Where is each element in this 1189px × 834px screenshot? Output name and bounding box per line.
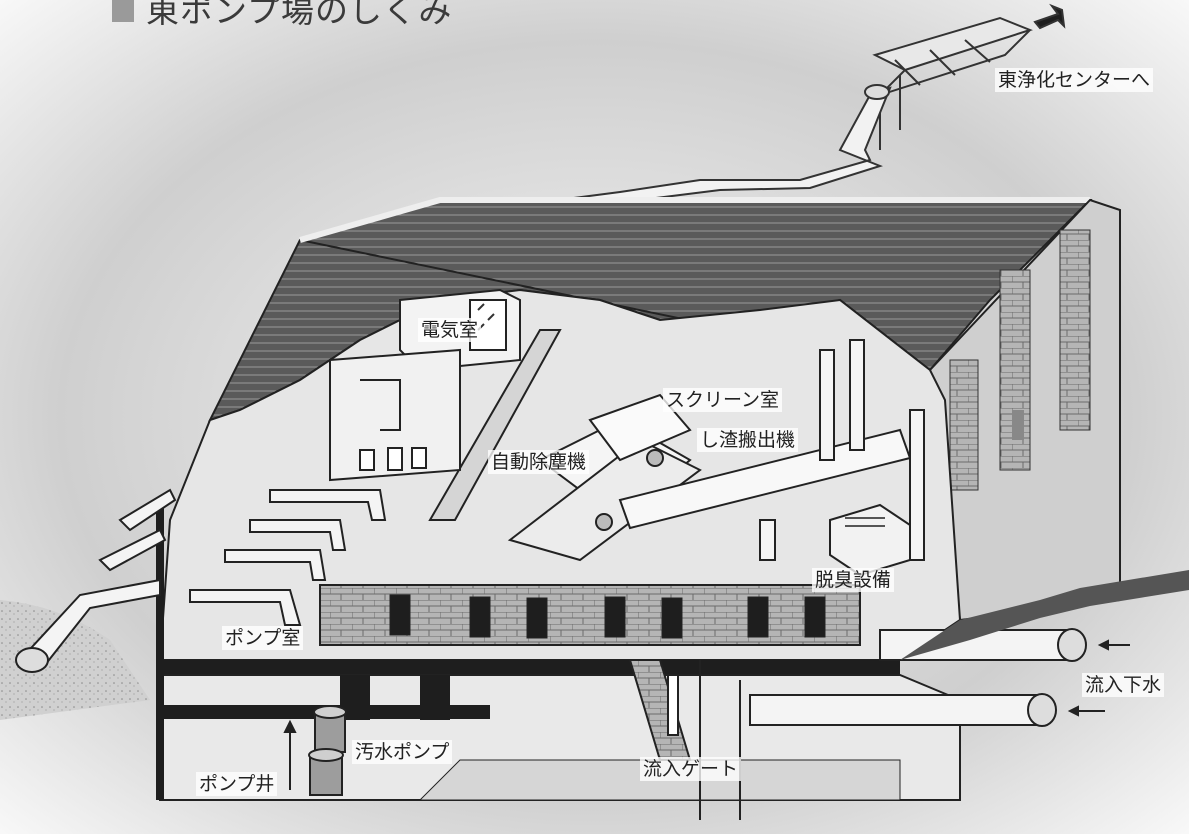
title-text: 東ポンプ場のしくみ	[146, 0, 453, 30]
pump-pipes	[15, 488, 387, 673]
label-deodorizer: 脱臭設備	[812, 568, 895, 592]
label-to-east-center: 東浄化センターへ	[995, 68, 1154, 92]
inflow-pipes	[749, 628, 1087, 727]
ground-mound	[0, 600, 150, 720]
label-electric-room: 電気室	[418, 318, 482, 342]
label-screenings-conveyor: し渣搬出機	[697, 428, 799, 452]
label-inflow-gate: 流入ゲート	[640, 757, 742, 781]
label-sewage-pump: 汚水ポンプ	[352, 740, 453, 764]
label-pump-well: ポンプ井	[196, 772, 278, 796]
label-auto-cleaner: 自動除塵機	[488, 450, 590, 474]
label-pump-room: ポンプ室	[222, 626, 304, 650]
gate-shaft	[628, 659, 741, 820]
label-screen-room: スクリーン室	[663, 388, 783, 412]
ground-edge	[900, 570, 1189, 660]
inflow-arrows	[1067, 639, 1130, 717]
vertical-pipes	[759, 339, 925, 561]
deodorizer-unit	[829, 503, 911, 577]
title-marker	[112, 0, 134, 22]
floor-slab	[160, 660, 900, 675]
gate-openings	[389, 594, 826, 639]
machinery-block	[329, 348, 461, 482]
partition-wall	[428, 329, 562, 521]
diagram-title: 東ポンプ場のしくみ	[112, 0, 452, 30]
sewage-pumps	[283, 705, 347, 796]
label-inflow-sewage: 流入下水	[1082, 673, 1165, 697]
